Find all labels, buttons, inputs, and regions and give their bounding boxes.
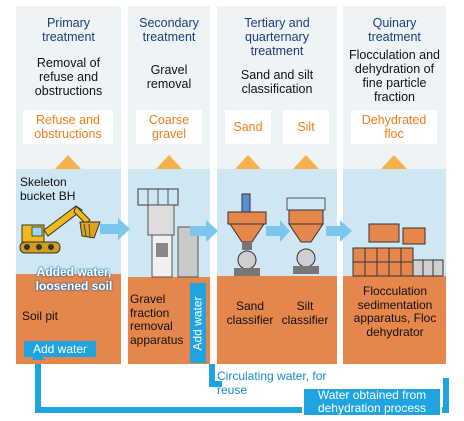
output-tag-sand: Sand (225, 110, 271, 144)
floc-apparatus-illustration (352, 223, 444, 277)
soil-pit-label: Soil pit (22, 309, 59, 323)
output-arrow-silt (293, 155, 319, 169)
gravel-apparatus-label: Gravel fraction removal apparatus (130, 292, 184, 347)
output-arrow (156, 155, 182, 169)
stage-description: Flocculation and dehydration of fine par… (348, 48, 441, 104)
add-water-button: Add water (24, 341, 96, 357)
silt-classifier-illustration (286, 197, 326, 274)
excavator-illustration (19, 205, 101, 254)
stage-title: Tertiary and quarternary treatment (244, 16, 310, 58)
circulating-water-label: Circulating water, for reuse (217, 369, 327, 397)
output-tag: Dehydrated floc (351, 110, 437, 144)
stage-title: Secondary treatment (139, 16, 199, 44)
gravel-plant-illustration (137, 188, 199, 278)
floc-apparatus-label: Flocculation sedimentation apparatus, Fl… (353, 284, 437, 339)
output-tag: Coarse gravel (136, 110, 202, 144)
output-arrow (381, 155, 407, 169)
soil-tertiary (217, 276, 337, 364)
stage-description: Gravel removal (146, 63, 192, 91)
soil-quinary (343, 276, 446, 364)
sand-classifier-illustration (227, 193, 267, 276)
stage-description: Sand and silt classification (240, 68, 314, 96)
stage-title: Primary treatment (42, 16, 95, 44)
output-tag-silt: Silt (283, 110, 329, 144)
add-water-vertical-label: Add water (190, 283, 206, 363)
stage-title: Quinary treatment (368, 16, 421, 44)
dehydration-water-label: Water obtained from dehydration process (302, 387, 442, 417)
stage-description: Removal of refuse and obstructions (34, 56, 103, 98)
output-arrow-sand (235, 155, 261, 169)
silt-classifier-label: Silt classifier (281, 299, 329, 327)
output-tag: Refuse and obstructions (23, 110, 113, 144)
output-arrow (55, 155, 81, 169)
added-water-label: Added water, loosened soil (35, 265, 113, 293)
skeleton-bucket-label: Skeleton bucket BH (20, 175, 76, 203)
sand-classifier-label: Sand classifier (226, 299, 274, 327)
sky-band-primary (16, 169, 121, 274)
